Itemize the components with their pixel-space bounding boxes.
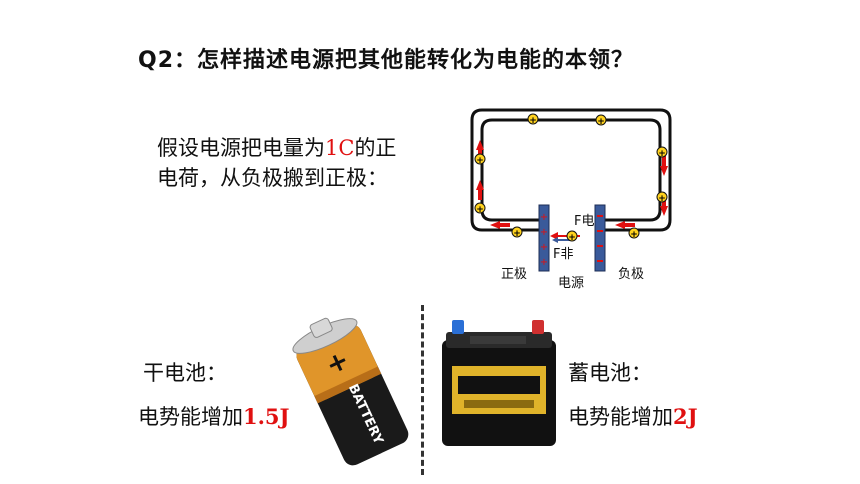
charge: + — [656, 146, 668, 159]
storage-battery-energy-text: 电势能增加 — [568, 405, 673, 429]
charge: + — [527, 113, 539, 126]
svg-text:+: + — [529, 116, 537, 126]
power-source-label: 电源 — [558, 276, 585, 291]
svg-text:+: + — [513, 229, 521, 239]
storage-battery-energy: 电势能增加2J — [568, 401, 698, 431]
wire-inner — [480, 118, 662, 222]
storage-battery-energy-value: 2J — [673, 404, 698, 429]
dry-cell-energy-value: 1.5J — [243, 404, 290, 429]
current-arrows — [476, 140, 668, 229]
svg-text:+: + — [540, 257, 548, 268]
force-electric-label: F电 — [574, 214, 595, 229]
svg-text:+: + — [658, 149, 666, 159]
charge: + — [628, 227, 640, 240]
slide-title: Q2：怎样描述电源把其他能转化为电能的本领？ — [138, 48, 635, 73]
charge-amount: 1C — [325, 136, 355, 160]
svg-text:+: + — [476, 205, 484, 215]
circuit-diagram: + + + + + + + + + + + + + — [470, 108, 672, 272]
force-nonelectric-label: F非 — [553, 247, 574, 262]
positive-electrode: + + + + — [538, 204, 550, 272]
assumption-suffix: 的正电荷，从负极搬到正极： — [157, 136, 397, 190]
svg-text:+: + — [568, 233, 576, 243]
dry-cell-label: 干电池： — [143, 361, 227, 385]
divider-line — [421, 305, 424, 475]
negative-terminal-label: 负极 — [618, 267, 645, 282]
svg-text:+: + — [658, 194, 666, 204]
wire-outer — [470, 108, 672, 232]
negative-electrode — [594, 204, 606, 272]
charge: + — [656, 191, 668, 204]
charge: + — [474, 202, 486, 215]
svg-text:+: + — [476, 156, 484, 166]
lead-acid-battery-image — [442, 320, 556, 446]
svg-text:+: + — [630, 230, 638, 240]
dry-battery-image: + BATTERY — [292, 317, 409, 466]
charge: + — [474, 153, 486, 166]
positive-charges: + + + + + + + + + — [474, 113, 668, 243]
svg-text:+: + — [540, 212, 548, 223]
svg-text:+: + — [540, 242, 548, 253]
charge: + — [595, 114, 607, 127]
dry-cell-energy: 电势能增加1.5J — [138, 401, 289, 431]
svg-text:+: + — [597, 117, 605, 127]
charge: + — [511, 226, 523, 239]
assumption-text: 假设电源把电量为1C的正电荷，从负极搬到正极： — [157, 133, 397, 193]
positive-terminal-label: 正极 — [501, 267, 528, 282]
storage-battery-label: 蓄电池： — [568, 361, 652, 385]
charge: + — [566, 230, 578, 243]
dry-cell-energy-text: 电势能增加 — [138, 405, 243, 429]
svg-text:+: + — [540, 227, 548, 238]
assumption-prefix: 假设电源把电量为 — [157, 136, 325, 160]
